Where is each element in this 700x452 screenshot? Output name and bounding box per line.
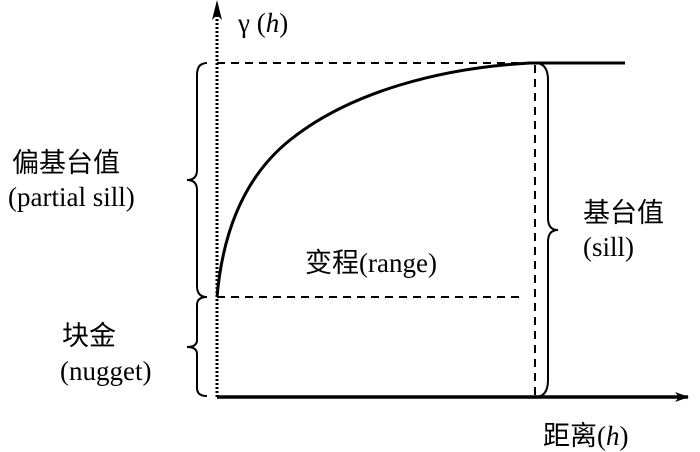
y-axis-arrow [212, 0, 222, 20]
partial-sill-label-en: (partial sill) [8, 182, 135, 212]
nugget-label-zh: 块金 [62, 321, 116, 351]
sill-label-en: (sill) [583, 232, 634, 262]
y-axis-label: γ (h) [237, 8, 288, 38]
range-label: 变程(range) [305, 248, 437, 278]
nugget-brace [186, 296, 208, 397]
nugget-label-en: (nugget) [60, 356, 151, 386]
partial-sill-brace [186, 62, 208, 298]
sill-brace [534, 62, 559, 398]
sill-label-zh: 基台值 [583, 198, 664, 228]
variogram-curve [215, 61, 625, 298]
partial-sill-label-zh: 偏基台值 [12, 148, 120, 178]
x-axis-label: 距离(h) [543, 421, 629, 451]
